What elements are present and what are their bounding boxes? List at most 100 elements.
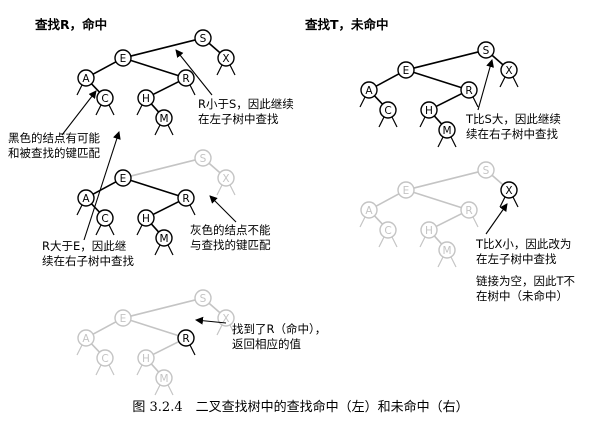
null-link xyxy=(136,364,143,376)
null-link xyxy=(108,364,115,376)
tree-edge xyxy=(130,159,196,177)
node-key: E xyxy=(120,173,127,185)
tree-node xyxy=(137,349,155,367)
tree-node xyxy=(155,229,173,247)
tree-node xyxy=(379,221,397,239)
tree-node xyxy=(360,81,378,99)
node-key: C xyxy=(101,353,108,365)
tree-edge xyxy=(90,343,101,353)
null-link xyxy=(512,76,519,88)
tree-node xyxy=(114,309,132,327)
title-search-hit: 查找R，命中 xyxy=(35,17,108,32)
node-key: H xyxy=(425,105,433,117)
node-key: R xyxy=(182,73,189,85)
tree-node xyxy=(155,109,173,127)
null-link xyxy=(189,344,196,356)
note-r-less-s: R小于S，因此继续 在左子树中查找 xyxy=(198,97,294,127)
node-key: M xyxy=(442,245,451,257)
tree-edge xyxy=(130,39,196,57)
tree-node xyxy=(460,81,478,99)
null-link xyxy=(167,384,174,396)
tree-edge xyxy=(152,340,180,356)
callout-arrow xyxy=(485,203,508,235)
node-key: M xyxy=(442,125,451,137)
tree-edge xyxy=(92,61,117,75)
tree-node xyxy=(500,181,518,199)
tree-edge xyxy=(413,51,479,69)
tree-node xyxy=(96,349,114,367)
null-link xyxy=(450,256,457,268)
tree-edge xyxy=(373,95,384,105)
node-key: S xyxy=(483,45,490,57)
null-link xyxy=(136,104,143,116)
null-link xyxy=(472,96,479,108)
null-link xyxy=(450,136,457,148)
node-key: C xyxy=(101,213,108,225)
note-line: 找到了R（命中）， xyxy=(232,322,327,336)
tree-node xyxy=(500,61,518,79)
title-search-miss: 查找T，未命中 xyxy=(305,17,389,32)
tree-edge xyxy=(150,103,160,113)
note-line: 黑色的结点有可能 xyxy=(8,131,100,145)
tree-node xyxy=(379,101,397,119)
null-link xyxy=(499,76,506,88)
null-link xyxy=(437,136,444,148)
node-key: H xyxy=(142,353,150,365)
null-link xyxy=(108,104,115,116)
tree-node xyxy=(360,201,378,219)
tree-edge xyxy=(152,200,180,216)
note-null-link: 链接为空，因此T不 在树中（未命中） xyxy=(476,274,575,304)
tree-edge xyxy=(433,115,443,125)
tree-node xyxy=(155,369,173,387)
null-link xyxy=(216,324,223,336)
node-key: C xyxy=(101,93,108,105)
note-line: 在树中（未命中） xyxy=(476,289,568,303)
note-line: 续在右子树中查找 xyxy=(42,254,134,268)
note-line: T比S大，因此继续 xyxy=(466,112,561,126)
node-key: R xyxy=(465,205,472,217)
null-link xyxy=(229,324,236,336)
tree-node xyxy=(96,89,114,107)
note-line: 返回相应的值 xyxy=(232,337,301,351)
null-link xyxy=(189,84,196,96)
tree-edge xyxy=(130,59,179,77)
tree-node xyxy=(397,181,415,199)
tree-node xyxy=(194,29,212,47)
tree-edge xyxy=(152,80,180,96)
tree-node xyxy=(137,209,155,227)
tree-edge xyxy=(150,363,160,373)
callout-arrow xyxy=(209,195,237,223)
null-link xyxy=(229,64,236,76)
node-key: A xyxy=(82,73,90,85)
tree-edge xyxy=(208,302,221,314)
node-key: S xyxy=(200,153,207,165)
null-link xyxy=(95,364,102,376)
node-key: X xyxy=(222,173,229,185)
node-key: M xyxy=(159,373,168,385)
node-key: E xyxy=(120,313,127,325)
null-link xyxy=(359,216,366,228)
tree-node xyxy=(217,49,235,67)
null-link xyxy=(216,184,223,196)
tree-edge xyxy=(435,92,463,108)
tree-node xyxy=(114,169,132,187)
tree-edge xyxy=(491,54,504,66)
node-key: C xyxy=(384,105,391,117)
tree-edge xyxy=(413,71,462,89)
tree-edge xyxy=(208,162,221,174)
null-link xyxy=(154,124,161,136)
tree-node xyxy=(420,221,438,239)
node-key: H xyxy=(142,93,150,105)
tree-node xyxy=(194,289,212,307)
callout-arrow xyxy=(83,131,121,241)
null-link xyxy=(76,84,83,96)
null-link xyxy=(512,196,519,208)
null-link xyxy=(359,96,366,108)
node-key: M xyxy=(159,233,168,245)
tree-node xyxy=(217,169,235,187)
tree-node xyxy=(438,241,456,259)
tree-edge xyxy=(413,191,462,209)
tree-edge xyxy=(208,42,221,54)
node-key: X xyxy=(505,185,512,197)
tree-node xyxy=(177,69,195,87)
